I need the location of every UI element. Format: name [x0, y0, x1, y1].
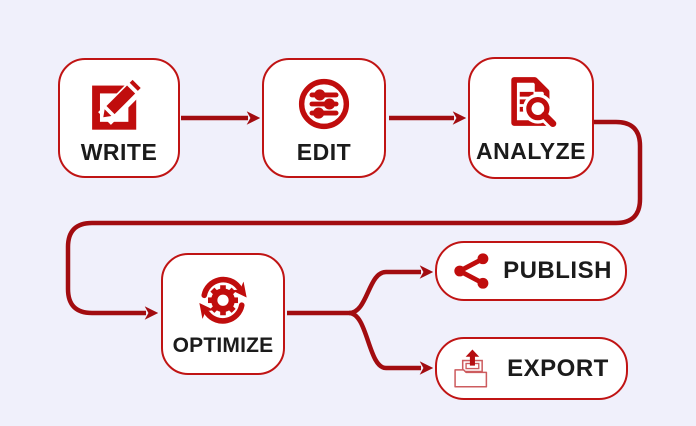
node-label-optimize: OPTIMIZE — [172, 334, 274, 357]
edge-optimize-export — [348, 310, 434, 375]
edge-optimize-publish — [348, 265, 434, 316]
share-icon — [450, 248, 494, 294]
node-label-publish: PUBLISH — [503, 257, 612, 284]
node-edit: EDIT — [262, 58, 386, 178]
node-analyze: ANALYZE — [468, 57, 594, 179]
gear-refresh-icon — [193, 268, 253, 330]
node-optimize: OPTIMIZE — [161, 253, 285, 375]
node-label-write: WRITE — [80, 139, 158, 165]
node-label-analyze: ANALYZE — [476, 138, 586, 164]
node-label-export: EXPORT — [507, 354, 609, 382]
export-folder-icon — [450, 346, 494, 392]
document-search-icon — [501, 72, 561, 134]
node-publish: PUBLISH — [435, 241, 627, 301]
sliders-icon — [294, 73, 354, 135]
node-export: EXPORT — [435, 337, 628, 400]
node-write: WRITE — [58, 58, 180, 178]
pencil-edit-icon — [89, 73, 149, 135]
edge-analyze-optimize — [65, 119, 643, 320]
node-label-edit: EDIT — [296, 139, 352, 165]
